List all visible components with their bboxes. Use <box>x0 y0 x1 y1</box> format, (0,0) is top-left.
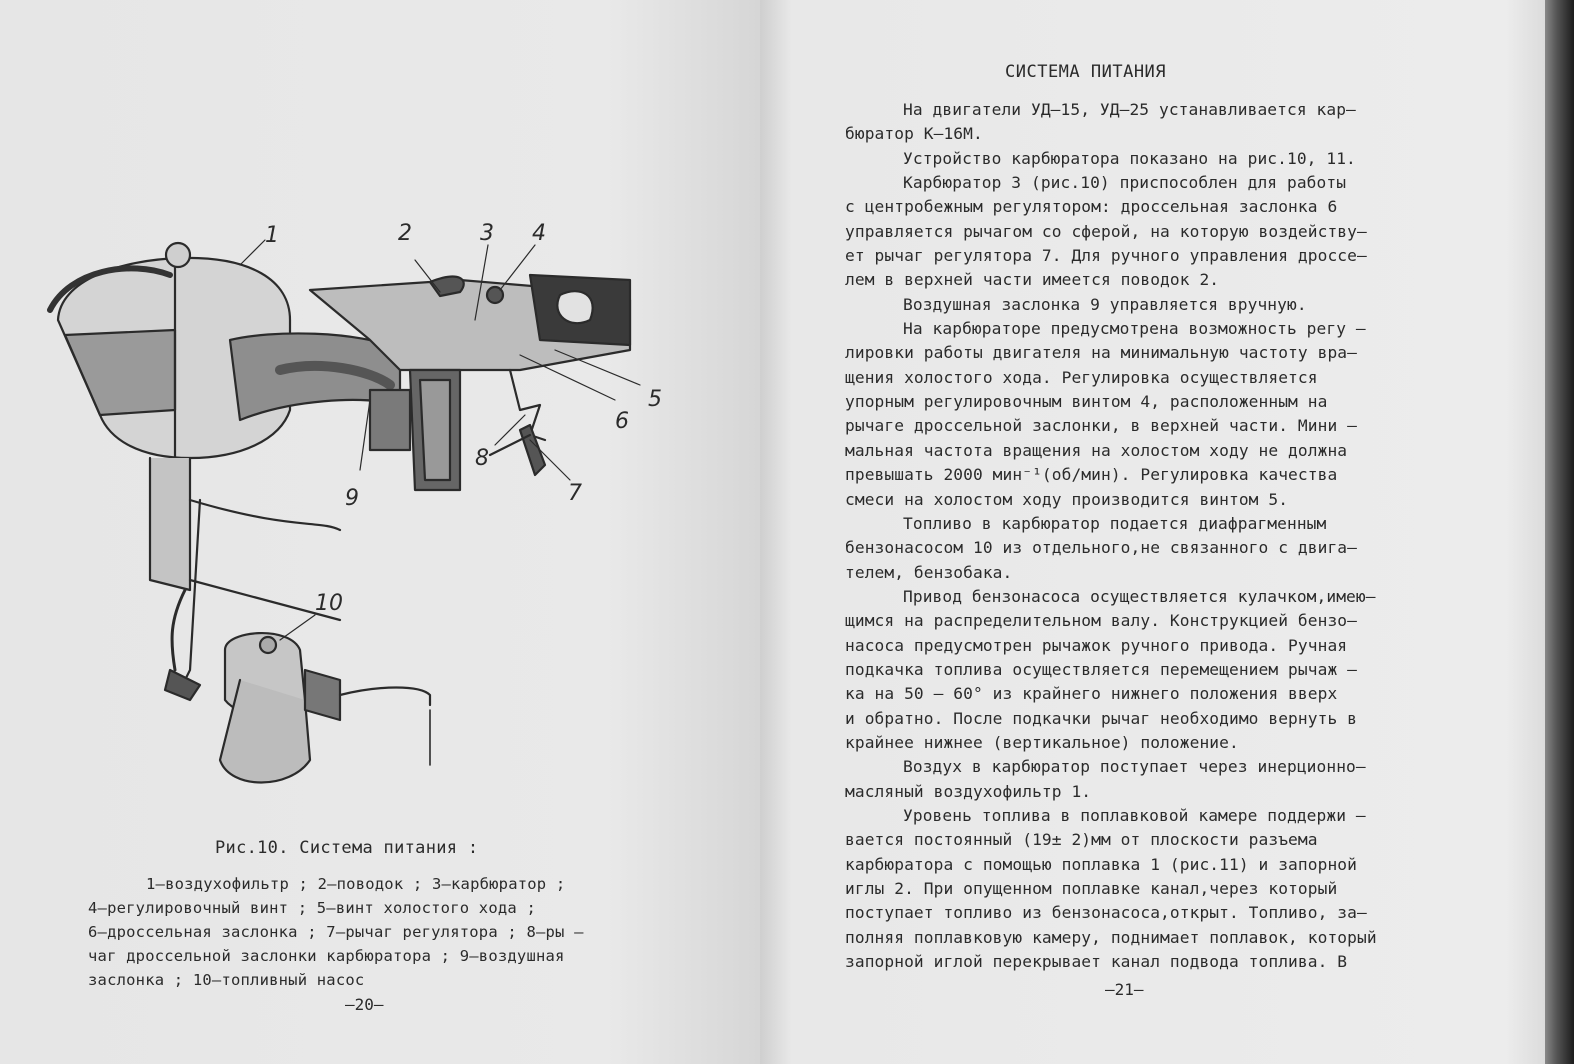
text-line: подкачка топлива осуществляется перемеще… <box>845 659 1357 679</box>
section-title: СИСТЕМА ПИТАНИЯ <box>1005 62 1167 82</box>
text-line: полняя поплавковую камеру, поднимает поп… <box>845 927 1377 947</box>
text-line: поступает топливо из бензонасоса,открыт.… <box>845 903 1367 923</box>
text-line: лем в верхней части имеется поводок 2. <box>845 270 1220 290</box>
callout-1: 1 <box>265 223 279 248</box>
text-line: Привод бензонасоса осуществляется кулачк… <box>903 586 1376 606</box>
right-page <box>760 0 1545 1064</box>
text-line: запорной иглой перекрывает канал подвода… <box>845 952 1348 972</box>
text-line: управляется рычагом со сферой, на котору… <box>845 221 1367 241</box>
text-line: ет рычаг регулятора 7. Для ручного управ… <box>845 246 1367 266</box>
callout-2: 2 <box>398 221 412 246</box>
text-line: рычаге дроссельной заслонки, в верхней ч… <box>845 416 1357 436</box>
figure-legend: 1—воздухофильтр ; 2—поводок ; 3—карбюрат… <box>88 872 688 992</box>
text-line: ка на 50 — 60° из крайнего нижнего полож… <box>845 684 1338 704</box>
legend-line: 1—воздухофильтр ; 2—поводок ; 3—карбюрат… <box>146 875 566 893</box>
text-line: Воздух в карбюратор поступает через инер… <box>903 757 1366 777</box>
page-number-right: —21— <box>1105 980 1144 999</box>
text-line: вается постоянный (19± 2)мм от плоскости… <box>845 830 1318 850</box>
text-line: мальная частота вращения на холостом ход… <box>845 440 1348 460</box>
text-line: иглы 2. При опущенном поплавке канал,чер… <box>845 879 1338 898</box>
body-text: На двигатели УД—15, УД—25 устанавливаетс… <box>845 98 1450 974</box>
text-line: щения холостого хода. Регулировка осущес… <box>845 367 1318 387</box>
text-line: На карбюраторе предусмотрена возможность… <box>903 319 1366 339</box>
text-line: На двигатели УД—15, УД—25 устанавливаетс… <box>903 100 1356 119</box>
text-line: масляный воздухофильтр 1. <box>845 781 1092 801</box>
callout-10: 10 <box>315 591 343 616</box>
text-line: насоса предусмотрен рычажок ручного прив… <box>845 635 1348 655</box>
text-line: щимся на распределительном валу. Констру… <box>845 611 1357 631</box>
left-page: 1 2 3 4 5 6 7 8 9 10 Рис.10. Система пит… <box>0 0 760 1064</box>
figure-caption-title: Рис.10. Система питания : <box>215 838 479 858</box>
callout-8: 8 <box>475 446 489 471</box>
text-line: бензонасосом 10 из отдельного,не связанн… <box>845 538 1357 558</box>
text-line: Устройство карбюратора показано на рис.1… <box>903 148 1356 168</box>
text-line: Воздушная заслонка 9 управляется вручную… <box>903 294 1307 314</box>
callout-6: 6 <box>615 409 629 434</box>
text-line: лировки работы двигателя на минимальную … <box>845 343 1357 363</box>
text-line: бюратор К—16М. <box>845 124 983 144</box>
text-line: с центробежным регулятором: дроссельная … <box>845 197 1338 217</box>
fuel-system-illustration: 1 2 3 4 5 6 7 8 9 10 <box>40 200 720 800</box>
legend-line: чаг дроссельной заслонки карбюратора ; 9… <box>88 947 565 965</box>
text-line: и обратно. После подкачки рычаг необходи… <box>845 708 1357 728</box>
legend-line: заслонка ; 10—топливный насос <box>88 971 365 989</box>
text-line: смеси на холостом ходу производится винт… <box>845 489 1289 509</box>
text-line: карбюратора с помощью поплавка 1 (рис.11… <box>845 854 1357 874</box>
text-line: Топливо в карбюратор подается диафрагмен… <box>903 513 1327 533</box>
callout-5: 5 <box>648 387 662 412</box>
text-line: превышать 2000 мин⁻¹(об/мин). Регулировк… <box>845 465 1338 485</box>
legend-line: 6—дроссельная заслонка ; 7—рычаг регулят… <box>88 923 584 941</box>
page-number-left: —20— <box>345 995 384 1014</box>
callout-3: 3 <box>480 221 494 246</box>
callout-7: 7 <box>568 481 582 506</box>
intake-pipe-shape <box>228 332 402 422</box>
fuel-system-drawing: 1 2 3 4 5 6 7 8 9 10 <box>47 221 662 784</box>
legend-line: 4—регулировочный винт ; 5—винт холостого… <box>88 899 536 917</box>
callout-4: 4 <box>532 221 546 246</box>
text-line: упорным регулировочным винтом 4, располо… <box>845 392 1328 412</box>
text-line: Карбюратор 3 (рис.10) приспособлен для р… <box>903 173 1347 193</box>
callout-9: 9 <box>345 486 359 511</box>
text-line: Уровень топлива в поплавковой камере под… <box>903 805 1366 825</box>
page-edge-shadow <box>1545 0 1574 1064</box>
text-line: телем, бензобака. <box>845 562 1013 582</box>
text-line: крайнее нижнее (вертикальное) положение. <box>845 732 1239 752</box>
